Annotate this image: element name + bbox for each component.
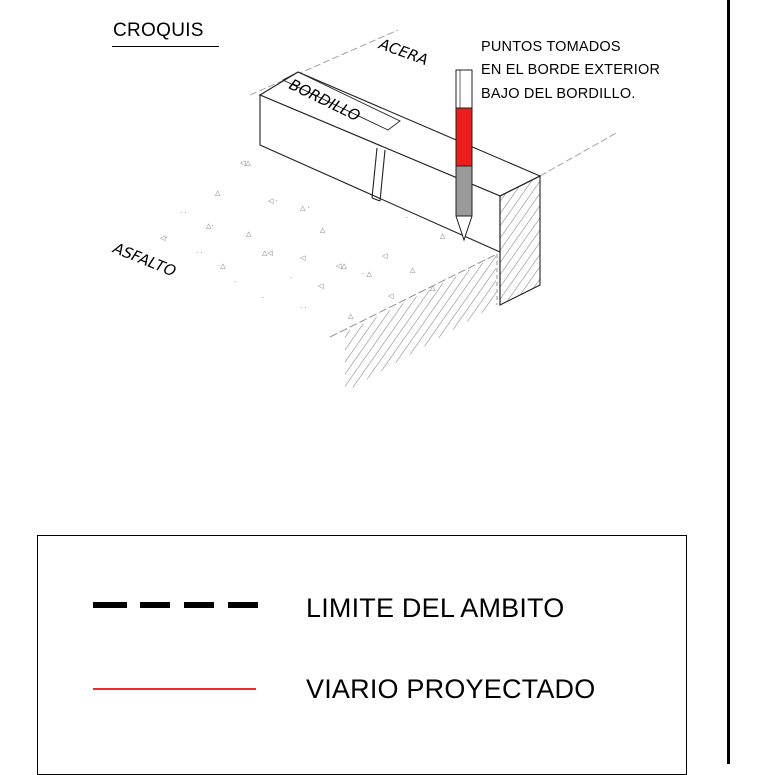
probe-white-segment: [455, 69, 473, 109]
note-line-1: PUNTOS TOMADOS: [481, 39, 621, 55]
svg-text:◁△: ◁△: [336, 262, 347, 270]
svg-text:· ·: · ·: [180, 209, 187, 217]
svg-text:△: △: [348, 312, 354, 320]
svg-text:·: ·: [262, 294, 264, 302]
legend-dashed-line-swatch: [93, 602, 258, 608]
svg-text:△ ·: △ ·: [300, 204, 310, 212]
svg-text:◁: ◁: [388, 292, 394, 300]
curb-joint: [371, 147, 378, 199]
sidewalk-back-edge: [249, 29, 399, 96]
svg-text:·: ·: [406, 214, 408, 222]
svg-text:·: ·: [234, 278, 236, 286]
svg-text:△◁: △◁: [262, 249, 273, 257]
svg-text:◁△: ◁△: [240, 159, 251, 167]
ground-hatch: [345, 256, 496, 392]
asphalt-texture: ◁△△◁ · △ ·· ·△· ◁·△△ △◁◁◁△ ◁·△· ◁· △△ △◁…: [160, 159, 446, 320]
svg-text:△: △: [430, 284, 436, 292]
svg-text:△: △: [410, 266, 416, 274]
note-line-2: EN EL BORDE EXTERIOR: [481, 62, 661, 78]
svg-text:◁: ◁: [382, 252, 388, 260]
svg-text:·△: ·△: [218, 262, 226, 270]
legend-item-viario: VIARIO PROYECTADO: [306, 674, 596, 704]
svg-text:◁: ◁: [300, 254, 306, 262]
svg-text:·: ·: [290, 274, 292, 282]
svg-text:△: △: [440, 232, 446, 240]
legend-box: [37, 535, 687, 775]
legend-item-limite: LIMITE DEL AMBITO: [306, 593, 565, 623]
frame-right-border: [727, 0, 730, 764]
note-line-3: BAJO DEL BORDILLO.: [481, 86, 636, 102]
svg-text:△: △: [215, 189, 221, 197]
svg-text:◁ ·: ◁ ·: [268, 197, 278, 205]
acera-label: ACERA: [376, 35, 431, 70]
svg-text:△: △: [246, 230, 252, 238]
sketch-title: CROQUIS: [113, 20, 204, 41]
svg-text:· ·: · ·: [196, 249, 203, 257]
bordillo-label-box: [282, 71, 401, 131]
svg-text:△·: △·: [206, 222, 214, 230]
svg-text:△: △: [320, 226, 326, 234]
sidewalk-side-edge: [539, 131, 619, 177]
svg-text:◁·: ◁·: [160, 234, 168, 242]
svg-text:· △: · △: [362, 270, 372, 278]
title-underline: [112, 46, 219, 47]
svg-text:· ·: · ·: [300, 304, 307, 312]
legend-red-line-swatch: [93, 688, 256, 690]
asfalto-label: ASFALTO: [110, 239, 179, 281]
probe-grey-segment: [455, 165, 473, 217]
probe-red-segment: [455, 107, 473, 167]
svg-text:◁: ◁: [318, 282, 324, 290]
curb-section-face: [499, 175, 541, 306]
